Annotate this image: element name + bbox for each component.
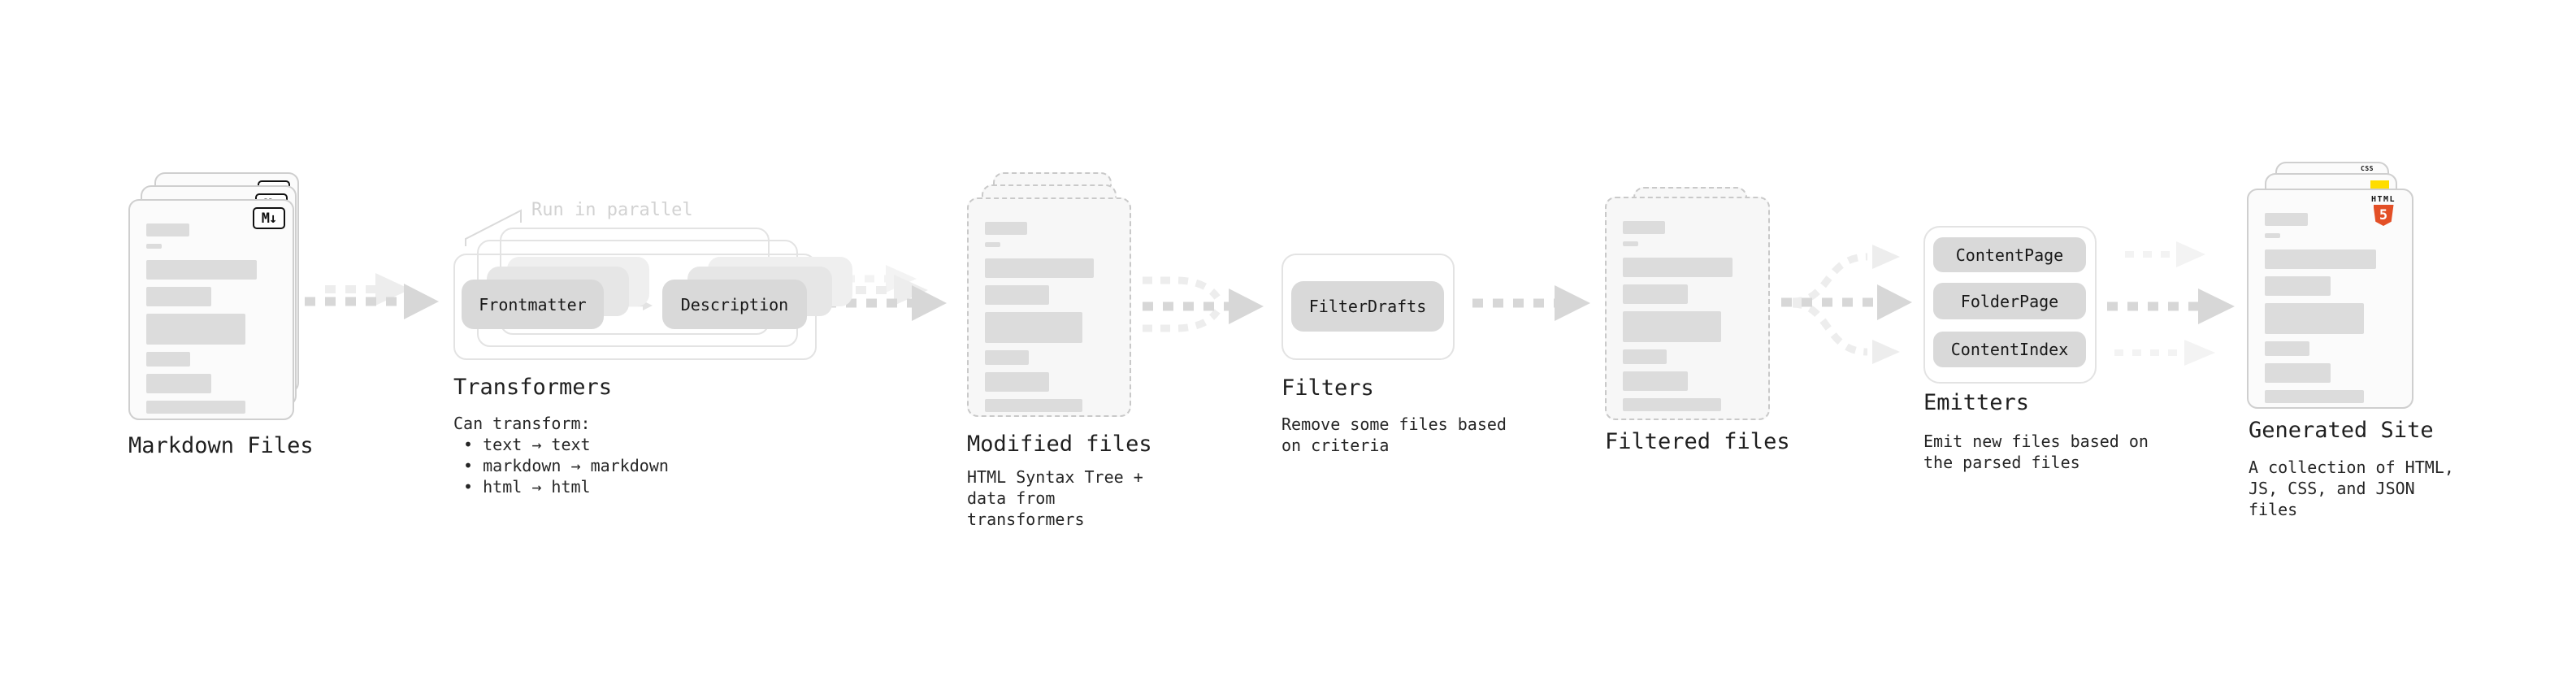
doc-text-line xyxy=(1623,241,1639,246)
modified-doc-card-front xyxy=(967,197,1131,417)
doc-text-line xyxy=(146,260,257,280)
css-icon-label: CSS xyxy=(2361,165,2374,172)
doc-text-line xyxy=(2265,390,2365,403)
folderpage-pill: FolderPage xyxy=(1933,283,2086,319)
stage-desc-filters: Remove some files based on criteria xyxy=(1281,414,1507,455)
doc-text-line xyxy=(146,223,189,236)
doc-text-line xyxy=(985,285,1049,305)
doc-text-line xyxy=(985,399,1083,412)
doc-text-line xyxy=(146,374,211,393)
stage-filtered-files: Filtered files xyxy=(1605,187,1800,463)
description-pill: Description xyxy=(662,280,807,329)
doc-text-line xyxy=(985,312,1083,343)
arrow-filtered-to-emitters xyxy=(1781,245,1912,364)
doc-text-line xyxy=(146,314,245,345)
doc-text-line xyxy=(2265,233,2281,238)
stage-transformers: Run in parallel Frontmatter Description … xyxy=(443,199,852,508)
generated-doc-card-front: HTML 5 xyxy=(2247,189,2413,409)
doc-text-line xyxy=(985,350,1029,365)
doc-text-line xyxy=(985,372,1049,392)
doc-text-line xyxy=(2265,303,2365,334)
doc-text-line xyxy=(2265,363,2331,383)
doc-text-line xyxy=(985,222,1028,235)
filterdrafts-pill: FilterDrafts xyxy=(1291,281,1444,332)
stage-title-emitters: Emitters xyxy=(1923,390,2030,415)
doc-text-line xyxy=(146,352,191,367)
filtered-doc-card-front xyxy=(1605,197,1770,420)
frontmatter-pill: Frontmatter xyxy=(462,280,604,329)
stage-title-markdown-files: Markdown Files xyxy=(128,433,314,458)
doc-text-line xyxy=(2265,213,2309,226)
stage-desc-transformers: Can transform: • text → text • markdown … xyxy=(453,414,669,497)
contentindex-pill: ContentIndex xyxy=(1933,332,2086,367)
doc-text-line xyxy=(1623,371,1688,391)
doc-text-lines xyxy=(2265,213,2396,410)
doc-text-lines xyxy=(1623,221,1752,419)
doc-text-lines xyxy=(985,222,1113,419)
stage-markdown-files: M↓ M↓ M↓ Markdown Files xyxy=(126,158,337,508)
html5-icon-label: HTML xyxy=(2370,195,2396,204)
doc-text-line xyxy=(2265,276,2331,296)
stage-title-filtered-files: Filtered files xyxy=(1605,429,1790,454)
stage-modified-files: Modified files HTML Syntax Tree + data f… xyxy=(967,172,1162,529)
stage-title-generated-site: Generated Site xyxy=(2249,418,2434,443)
doc-text-line xyxy=(985,258,1095,278)
doc-text-line xyxy=(146,287,211,306)
contentpage-pill: ContentPage xyxy=(1933,237,2086,272)
doc-text-lines xyxy=(146,223,276,421)
stage-desc-generated-site: A collection of HTML, JS, CSS, and JSON … xyxy=(2249,458,2454,519)
stage-emitters: ContentPage FolderPage ContentIndex Emit… xyxy=(1923,226,2159,478)
doc-text-line xyxy=(1623,284,1688,304)
html5-icon: HTML 5 xyxy=(2365,195,2402,226)
js-icon xyxy=(2370,180,2389,190)
doc-text-line xyxy=(146,244,163,249)
stage-title-modified-files: Modified files xyxy=(967,432,1152,457)
stage-desc-emitters: Emit new files based on the parsed files xyxy=(1923,432,2149,472)
doc-text-line xyxy=(146,401,245,414)
stage-generated-site: CSS HTML 5 Generated Site A collection o… xyxy=(2247,162,2458,519)
markdown-doc-card-front: M↓ xyxy=(128,199,294,420)
stage-filters: FilterDrafts Filters Remove some files b… xyxy=(1281,254,1525,465)
stage-title-filters: Filters xyxy=(1281,375,1374,401)
doc-text-line xyxy=(1623,398,1721,411)
markdown-icon: M↓ xyxy=(253,207,285,229)
stage-desc-modified-files: HTML Syntax Tree + data from transformer… xyxy=(967,467,1143,529)
doc-text-line xyxy=(2265,341,2309,356)
doc-text-line xyxy=(2265,249,2376,269)
run-in-parallel-annotation: Run in parallel xyxy=(531,200,693,220)
stage-title-transformers: Transformers xyxy=(453,375,613,400)
doc-text-line xyxy=(1623,349,1667,364)
doc-text-line xyxy=(1623,258,1733,277)
doc-text-line xyxy=(1623,221,1666,234)
doc-text-line xyxy=(985,242,1000,247)
doc-text-line xyxy=(1623,311,1721,342)
